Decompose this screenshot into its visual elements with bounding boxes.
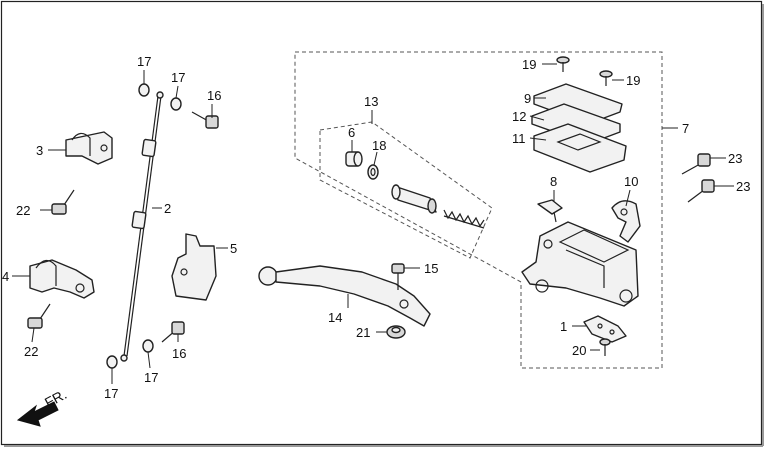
piston-part-13: [391, 184, 437, 214]
callout-2: 2: [164, 201, 171, 216]
callout-5: 5: [230, 241, 237, 256]
callout-1: 1: [560, 319, 567, 334]
seal-part-6: [345, 151, 363, 167]
screw-part-19-b: [599, 70, 613, 86]
callout-20: 20: [572, 343, 586, 358]
callout-13: 13: [364, 94, 378, 109]
callout-16-b: 16: [172, 346, 186, 361]
callout-23-b: 23: [736, 179, 750, 194]
master-cylinder-body-part-7: [521, 221, 639, 307]
washer-part-17-b: [170, 97, 182, 111]
callout-14: 14: [328, 310, 342, 325]
callout-18: 18: [372, 138, 386, 153]
callout-17-c: 17: [144, 370, 158, 385]
switch-part-1: [583, 315, 627, 343]
screw-part-19-a: [556, 56, 570, 72]
seal-part-18: [367, 164, 379, 180]
cable-part-2: [120, 91, 164, 362]
master-cylinder-group-outline: [294, 51, 663, 369]
bracket-part-3: [65, 131, 113, 165]
bracket-part-4: [29, 259, 95, 299]
screw-part-20: [599, 338, 611, 356]
callout-17-d: 17: [104, 386, 118, 401]
bolt-part-16-lower: [161, 321, 185, 343]
callout-11: 11: [512, 131, 526, 146]
callout-3: 3: [36, 143, 43, 158]
brake-lever-part-14: [258, 265, 431, 327]
cap-part-9: [533, 83, 623, 125]
callout-15: 15: [424, 261, 438, 276]
piston-kit-group-outline: [319, 121, 493, 259]
callout-12: 12: [512, 109, 526, 124]
bolt-part-23-upper: [681, 153, 711, 175]
callout-8: 8: [550, 174, 557, 189]
clamp-part-10: [611, 200, 641, 243]
spring-part-13: [443, 209, 485, 229]
washer-part-17-d: [106, 355, 118, 369]
bolt-part-16-upper: [191, 111, 219, 129]
bolt-part-23-lower: [687, 179, 715, 203]
washer-part-17-a: [138, 83, 150, 97]
front-direction-arrow: [16, 401, 59, 427]
diaphragm-part-11: [533, 123, 627, 173]
bolt-part-22-upper: [51, 189, 75, 215]
callout-4: 4: [2, 269, 9, 284]
diaphragm-plate-part-12: [531, 103, 621, 145]
callout-10: 10: [624, 174, 638, 189]
callout-17-b: 17: [171, 70, 185, 85]
callout-17-a: 17: [137, 54, 151, 69]
callout-22-a: 22: [16, 203, 30, 218]
bleeder-part-8: [537, 199, 563, 223]
clip-part-5: [171, 233, 217, 301]
callout-7: 7: [682, 121, 689, 136]
callout-22-b: 22: [24, 344, 38, 359]
washer-part-17-c: [142, 339, 154, 353]
callout-6: 6: [348, 125, 355, 140]
bolt-part-22-lower: [27, 303, 51, 329]
nut-part-21: [386, 325, 406, 339]
callout-23-a: 23: [728, 151, 742, 166]
callout-19-a: 19: [522, 57, 536, 72]
callout-21: 21: [356, 325, 370, 340]
callout-19-b: 19: [626, 73, 640, 88]
callout-16-a: 16: [207, 88, 221, 103]
callout-9: 9: [524, 91, 531, 106]
callout-leaders: [12, 63, 734, 384]
